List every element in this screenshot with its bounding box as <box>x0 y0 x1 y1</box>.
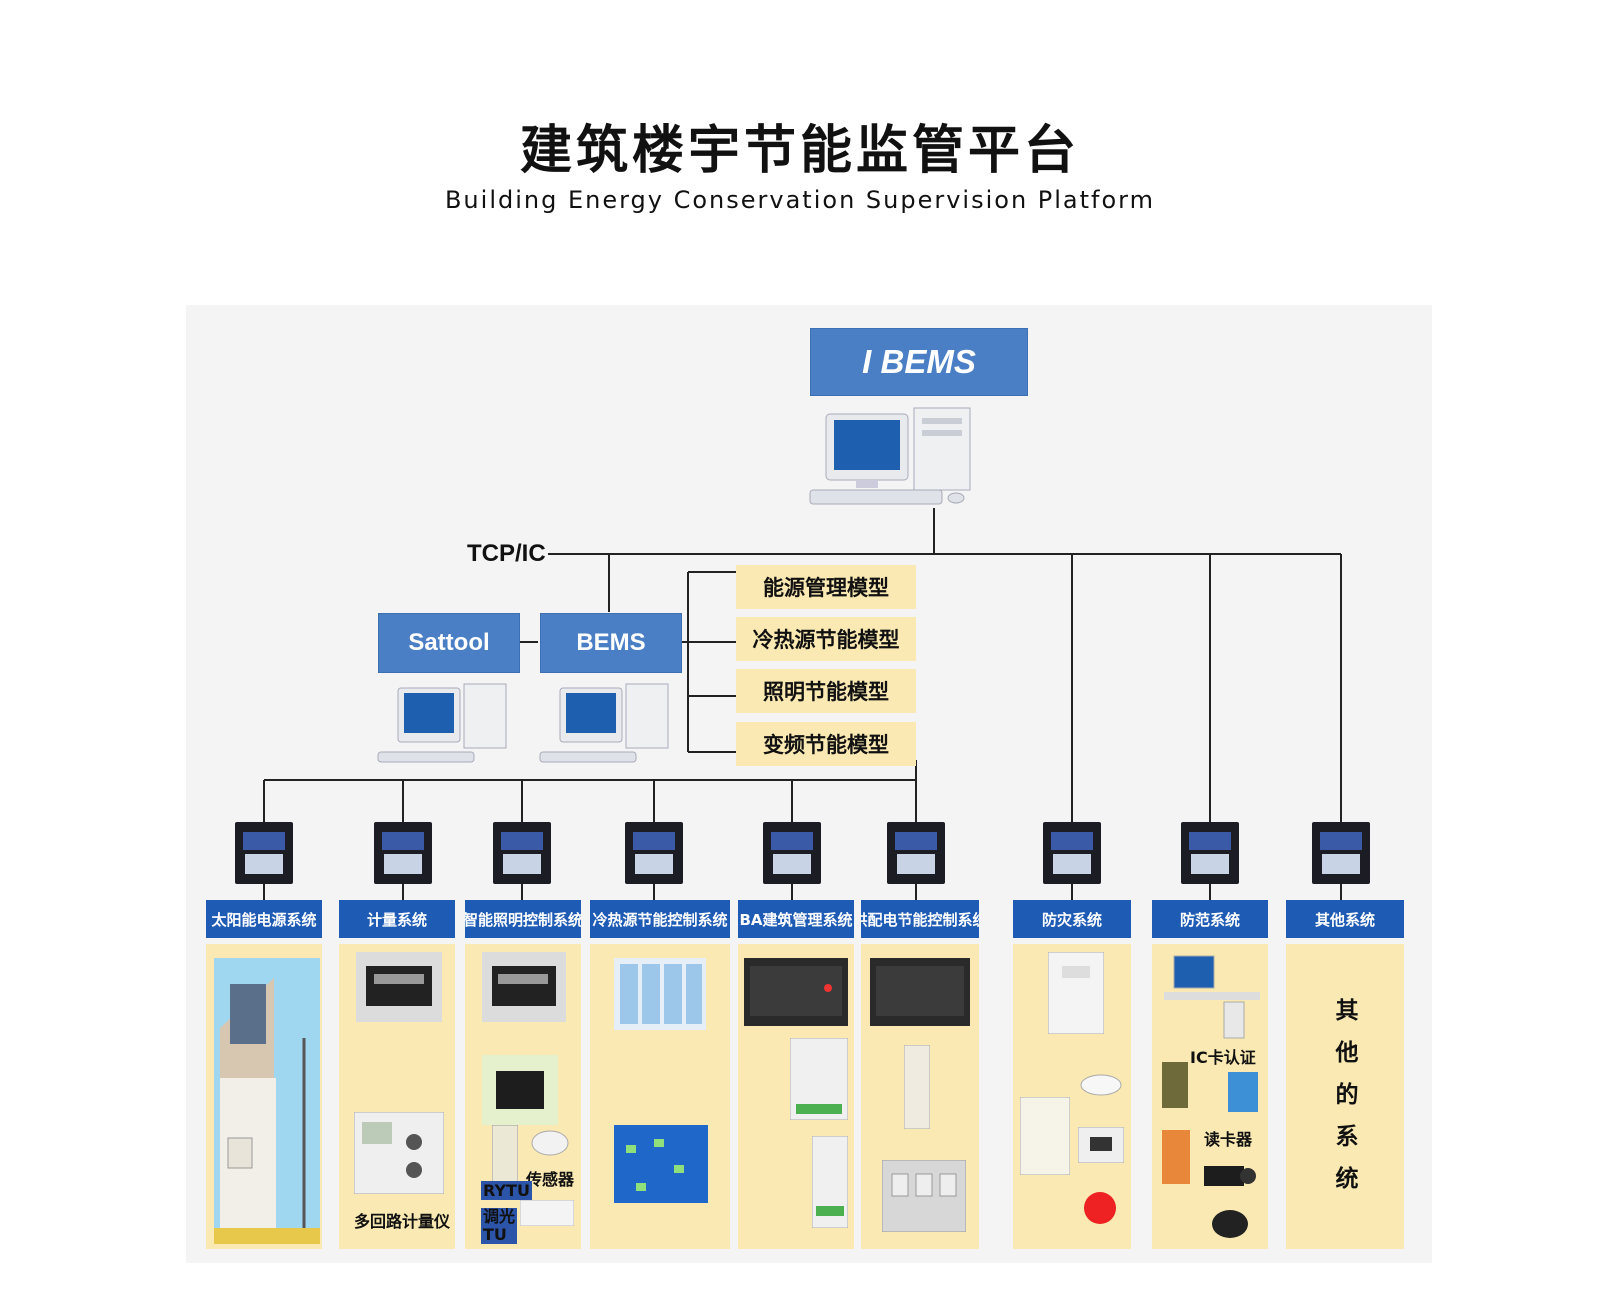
device-label: 调光 TU <box>481 1207 518 1244</box>
system-column <box>1286 944 1404 1249</box>
computer-icon <box>377 683 507 763</box>
switchgear-icon <box>882 1160 966 1232</box>
system-header: 太阳能电源系统 <box>206 900 322 938</box>
meter-cabinet-icon <box>904 1045 930 1129</box>
fire-panel-icon <box>1048 952 1104 1034</box>
meter-device-icon <box>356 952 442 1022</box>
model-box: 能源管理模型 <box>736 565 916 609</box>
system-header: 冷热源节能控制系统 <box>590 900 730 938</box>
device-label: 传感器 <box>526 1170 575 1189</box>
page-subtitle: Building Energy Conservation Supervision… <box>444 186 1156 214</box>
device-label: RYTU <box>481 1181 532 1200</box>
model-box: 冷热源节能模型 <box>736 617 916 661</box>
device-label: IC卡认证 <box>1190 1048 1256 1067</box>
dome-camera-icon <box>1212 1210 1248 1238</box>
system-header: 智能照明控制系统 <box>465 900 581 938</box>
system-header: BA建筑管理系统 <box>738 900 854 938</box>
system-header: 供配电节能控制系统 <box>861 900 979 938</box>
device-label: 读卡器 <box>1204 1130 1253 1149</box>
system-header: 防灾系统 <box>1013 900 1131 938</box>
card-terminal-icon <box>1162 1062 1188 1108</box>
smoke-detector-icon <box>1080 1074 1122 1096</box>
sensor-icon <box>531 1130 569 1156</box>
io-module-icon <box>790 1038 848 1120</box>
multi-meter-icon <box>354 1112 444 1194</box>
power-panel-icon <box>870 958 970 1026</box>
controller-icon <box>374 822 432 884</box>
system-header: 计量系统 <box>339 900 455 938</box>
card-reader-icon <box>1228 1072 1258 1112</box>
access-controller-icon <box>1162 1130 1190 1184</box>
controller-icon <box>887 822 945 884</box>
network-label: TCP/IC <box>467 540 546 567</box>
model-box: 照明节能模型 <box>736 669 916 713</box>
cabinet-icon <box>614 958 706 1030</box>
switch-icon <box>492 1125 518 1183</box>
solar-house-illustration <box>214 958 320 1244</box>
ba-panel-icon <box>744 958 848 1026</box>
computer-icon <box>809 407 971 505</box>
io-module-icon <box>812 1136 848 1228</box>
fire-cabinet-icon <box>1020 1097 1070 1175</box>
workstation-icon <box>1164 955 1260 1039</box>
controller-icon <box>1043 822 1101 884</box>
system-header: 其他系统 <box>1286 900 1404 938</box>
sattool-box: Sattool <box>378 613 520 673</box>
controller-icon <box>1181 822 1239 884</box>
controller-icon <box>493 822 551 884</box>
system-header: 防范系统 <box>1152 900 1268 938</box>
relay-module-icon <box>482 1055 558 1125</box>
alarm-bell-icon <box>1084 1192 1116 1224</box>
ibems-box: I BEMS <box>810 328 1028 396</box>
lighting-controller-icon <box>482 952 566 1022</box>
computer-icon <box>539 683 669 763</box>
fire-module-icon <box>1078 1127 1124 1163</box>
other-systems-text: 其 他 的 系 统 <box>1335 998 1359 1192</box>
controller-icon <box>1312 822 1370 884</box>
controller-icon <box>235 822 293 884</box>
page-title: 建筑楼宇节能监管平台 <box>519 121 1080 181</box>
model-box: 变频节能模型 <box>736 722 916 766</box>
hvac-pipe-diagram-icon <box>614 1125 708 1203</box>
dimmer-module-icon <box>520 1200 574 1226</box>
controller-icon <box>625 822 683 884</box>
device-label: 多回路计量仪 <box>354 1212 451 1231</box>
bems-box: BEMS <box>540 613 682 673</box>
controller-icon <box>763 822 821 884</box>
camera-icon <box>1204 1166 1256 1186</box>
